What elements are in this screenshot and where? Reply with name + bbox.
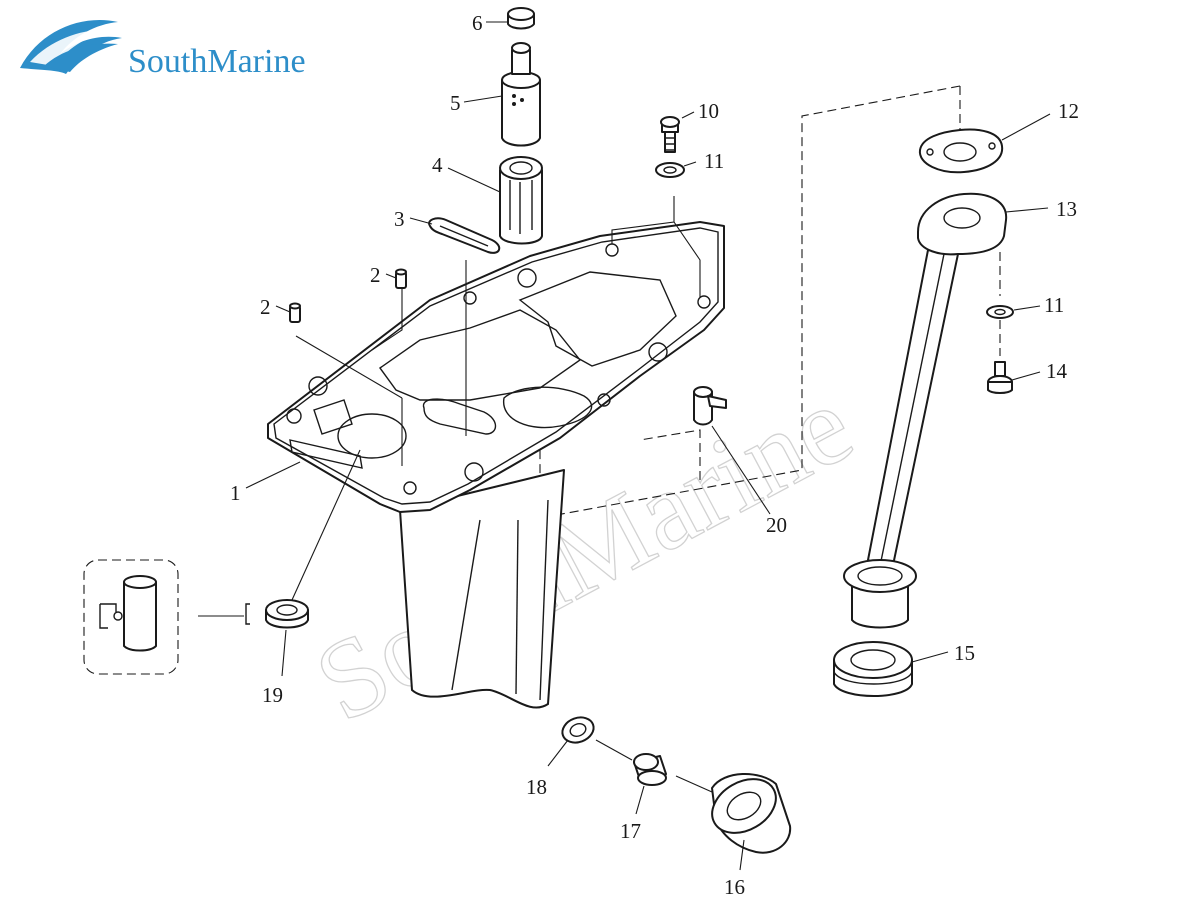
part-4-filter: [499, 156, 543, 245]
callout-5: 5: [450, 91, 461, 115]
callout-3: 3: [394, 207, 405, 231]
callout-19: 19: [262, 683, 283, 707]
part-2-dowel-b: [289, 302, 301, 323]
part-10-bolt: [660, 116, 680, 153]
leader-lines: [245, 21, 1051, 871]
callout-20: 20: [766, 513, 787, 537]
brand-name: SouthMarine: [128, 43, 306, 80]
part-20-fitting: [693, 386, 727, 426]
callout-15: 15: [954, 641, 975, 665]
callout-labels: 6 5 4 3 2 2 1 10 11 12 13 11 14 15 16 17…: [230, 11, 1079, 899]
callout-13: 13: [1056, 197, 1077, 221]
part-1-housing: [267, 221, 725, 709]
callout-4: 4: [432, 153, 443, 177]
part-16-seal: [711, 772, 792, 854]
callout-1: 1: [230, 481, 241, 505]
part-14-screw: [987, 361, 1013, 394]
part-17-plug: [633, 753, 667, 786]
callout-6: 6: [472, 11, 483, 35]
part-3-gasket: [428, 217, 501, 254]
callout-11-upper: 11: [704, 149, 724, 173]
callout-17: 17: [620, 819, 641, 843]
part-15-grommet: [833, 641, 913, 697]
inset-detail: [83, 559, 244, 675]
brand-logo: SouthMarine: [20, 19, 306, 80]
callout-2-lower: 2: [260, 295, 271, 319]
wave-logo-icon: [20, 19, 122, 74]
part-11-washer-a: [655, 162, 685, 178]
callout-2-upper: 2: [370, 263, 381, 287]
part-12-flange-gasket: [918, 128, 1004, 174]
part-11-washer-b: [986, 305, 1014, 319]
part-5-pipe: [501, 42, 541, 147]
part-19-bushing: [245, 599, 309, 629]
callout-12: 12: [1058, 99, 1079, 123]
part-18-ring: [561, 716, 595, 744]
part-2-dowel-a: [395, 268, 407, 289]
callout-10: 10: [698, 99, 719, 123]
part-13-exhaust-tube: [843, 192, 1008, 629]
part-6-cap: [507, 7, 535, 30]
callout-11-lower: 11: [1044, 293, 1064, 317]
callout-14: 14: [1046, 359, 1068, 383]
callout-16: 16: [724, 875, 745, 899]
callout-18: 18: [526, 775, 547, 799]
